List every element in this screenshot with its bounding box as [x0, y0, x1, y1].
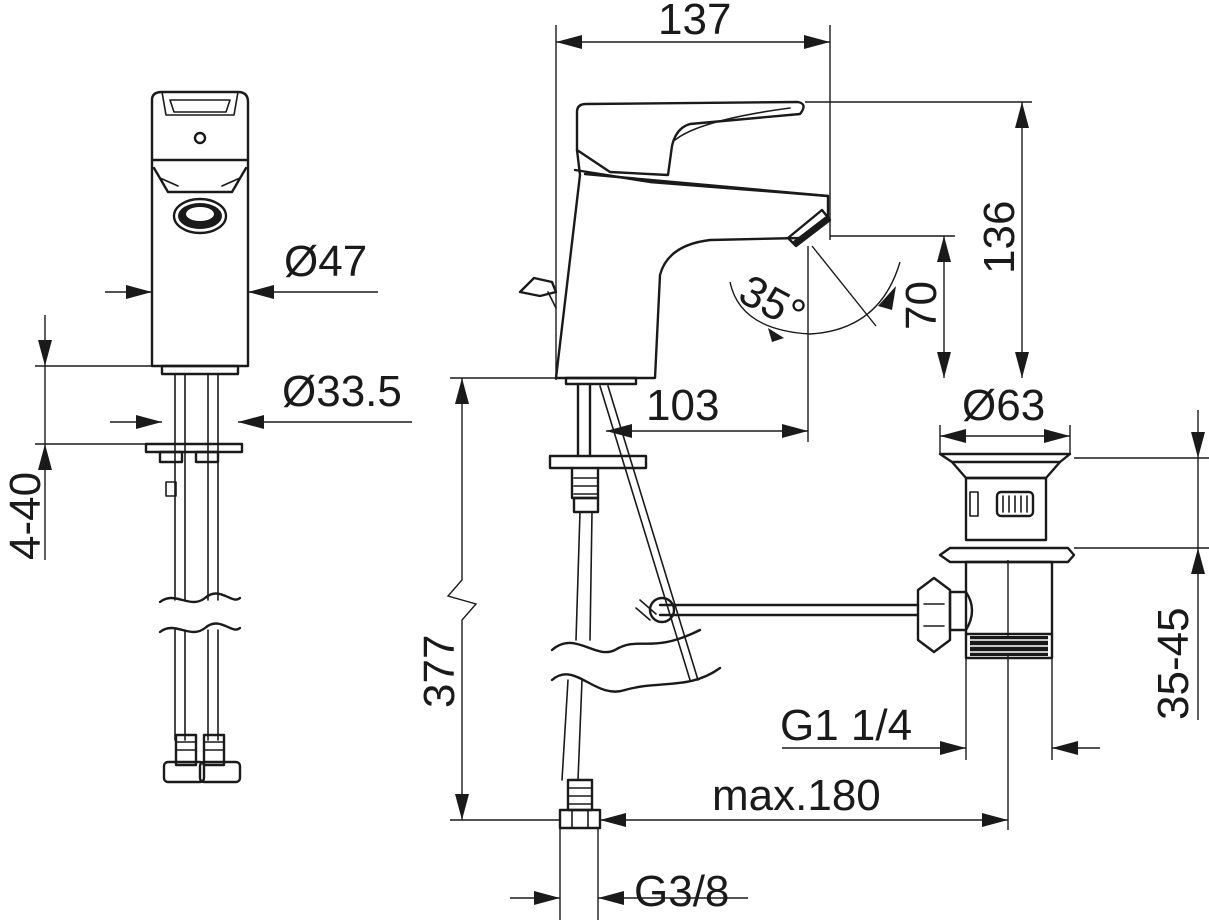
pop-up-distance-label: max.180	[712, 771, 881, 820]
waste-view	[916, 452, 1076, 660]
front-view	[144, 90, 250, 784]
deck-thickness-label: 4-40	[1, 472, 50, 560]
front-view-dimensions: Ø47 Ø33.5 4-40	[1, 237, 412, 560]
base-diameter-label: Ø33.5	[282, 367, 402, 416]
waste-thread-label: G1 1/4	[780, 701, 912, 750]
swivel-angle-label: 35°	[731, 266, 813, 341]
spout-reach-label: 103	[646, 381, 719, 430]
waste-deck-thickness-label: 35-45	[1149, 607, 1198, 720]
body-diameter-label: Ø47	[284, 237, 367, 286]
side-view-dimensions: 137 136 70 35° 103 377 max.180	[415, 0, 1032, 920]
height-total-label: 136	[975, 201, 1024, 274]
side-view	[518, 100, 920, 830]
hose-thread-label: G3/8	[634, 867, 729, 916]
width-top-label: 137	[658, 0, 731, 44]
waste-diameter-label: Ø63	[962, 381, 1045, 430]
waste-view-dimensions: Ø63 35-45 G1 1/4	[780, 381, 1209, 760]
hose-length-label: 377	[415, 635, 464, 708]
spout-height-label: 70	[897, 281, 946, 330]
